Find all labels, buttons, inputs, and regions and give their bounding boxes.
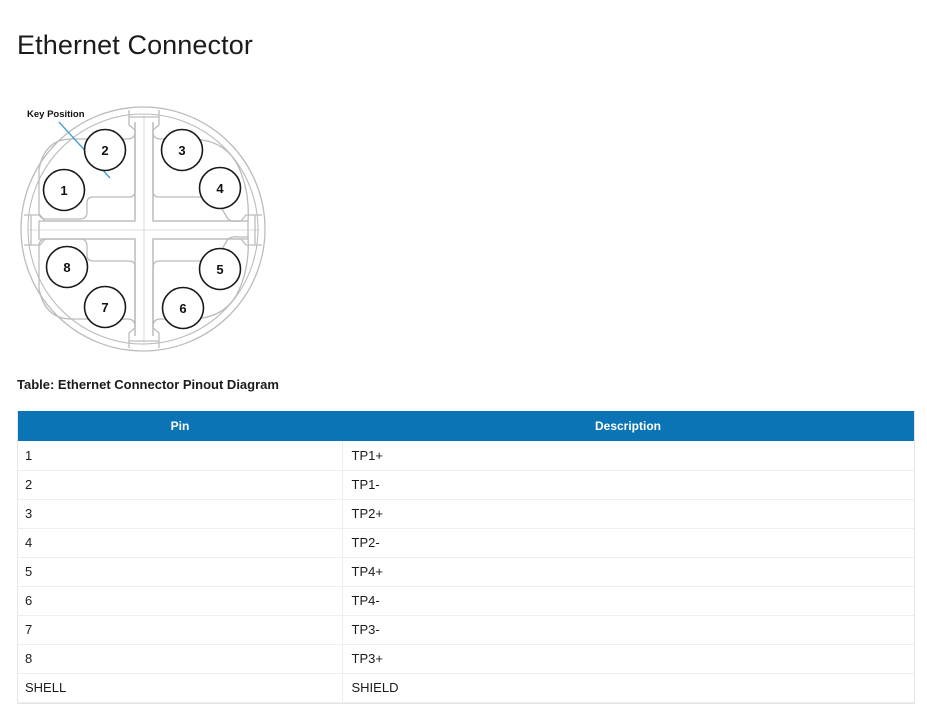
cell-pin: 7 bbox=[18, 615, 343, 645]
connector-inner-circle bbox=[27, 113, 259, 345]
key-slot-bottom-left bbox=[128, 239, 136, 348]
key-slot-bottom bbox=[128, 239, 160, 348]
pin-circle-6 bbox=[161, 286, 205, 330]
cell-pin: 3 bbox=[18, 499, 343, 529]
cell-pin: 8 bbox=[18, 644, 343, 674]
pin-contact-8[interactable]: 8 bbox=[45, 245, 89, 289]
cell-pin: 1 bbox=[18, 441, 343, 471]
cell-description: TP2- bbox=[342, 528, 914, 558]
table-caption: Table: Ethernet Connector Pinout Diagram bbox=[17, 377, 279, 392]
pin-number-2: 2 bbox=[101, 143, 108, 158]
pin-circle-5 bbox=[198, 247, 242, 291]
cell-description: SHIELD bbox=[342, 673, 914, 703]
pin-number-8: 8 bbox=[63, 260, 70, 275]
cell-description: TP3+ bbox=[342, 644, 914, 674]
cell-pin: SHELL bbox=[18, 673, 343, 703]
key-slot-bottom-right bbox=[152, 239, 160, 348]
pin-contact-2[interactable]: 2 bbox=[83, 128, 127, 172]
pinout-table-head: Pin Description bbox=[18, 411, 914, 441]
pin-number-5: 5 bbox=[216, 262, 223, 277]
key-slot-left bbox=[24, 214, 135, 246]
column-header-description: Description bbox=[342, 411, 914, 441]
connector-diagram-svg: Key Position 1 2 3 4 bbox=[20, 106, 266, 352]
cell-description: TP3- bbox=[342, 615, 914, 645]
cell-pin: 5 bbox=[18, 557, 343, 587]
pin-circle-1 bbox=[42, 168, 86, 212]
key-slot-left-top bbox=[24, 214, 135, 222]
pin-circle-3 bbox=[160, 128, 204, 172]
pin-number-7: 7 bbox=[101, 300, 108, 315]
column-header-pin: Pin bbox=[18, 411, 342, 441]
key-slot-top bbox=[128, 110, 160, 221]
cell-description: TP2+ bbox=[342, 499, 914, 529]
cell-pin: 4 bbox=[18, 528, 343, 558]
pin-contact-4[interactable]: 4 bbox=[198, 166, 242, 210]
key-position-label: Key Position bbox=[27, 109, 85, 120]
pin-circle-7 bbox=[83, 285, 127, 329]
pin-number-4: 4 bbox=[216, 181, 224, 196]
connector-diagram: Key Position 1 2 3 4 bbox=[14, 100, 284, 362]
pin-number-1: 1 bbox=[60, 183, 67, 198]
pin-circle-8 bbox=[45, 245, 89, 289]
connector-outer-circle bbox=[20, 106, 266, 352]
key-slot-top-right bbox=[152, 110, 160, 221]
page-title: Ethernet Connector bbox=[17, 30, 253, 61]
key-slot-right-bottom bbox=[153, 238, 262, 246]
key-slot-right bbox=[153, 214, 262, 246]
cell-pin: 6 bbox=[18, 586, 343, 616]
pin-number-6: 6 bbox=[179, 301, 186, 316]
pin-circle-2 bbox=[83, 128, 127, 172]
key-slot-left-bottom bbox=[24, 238, 135, 246]
pin-contact-1[interactable]: 1 bbox=[42, 168, 86, 212]
pin-contact-6[interactable]: 6 bbox=[161, 286, 205, 330]
key-slot-right-top bbox=[153, 214, 262, 222]
cell-description: TP1+ bbox=[342, 441, 914, 471]
key-slot-top-left bbox=[128, 110, 136, 221]
pin-contact-3[interactable]: 3 bbox=[160, 128, 204, 172]
cell-description: TP4- bbox=[342, 586, 914, 616]
quadrant-lower-right bbox=[152, 236, 249, 336]
pin-circle-4 bbox=[198, 166, 242, 210]
pin-contact-7[interactable]: 7 bbox=[83, 285, 127, 329]
cell-pin: 2 bbox=[18, 470, 343, 500]
table-header-row: Pin Description bbox=[18, 411, 914, 441]
cell-description: TP4+ bbox=[342, 557, 914, 587]
cell-description: TP1- bbox=[342, 470, 914, 500]
pin-contact-5[interactable]: 5 bbox=[198, 247, 242, 291]
pin-number-3: 3 bbox=[178, 143, 185, 158]
connector-body-outline bbox=[20, 106, 266, 352]
pin-contacts: 1 2 3 4 5 bbox=[42, 128, 242, 330]
